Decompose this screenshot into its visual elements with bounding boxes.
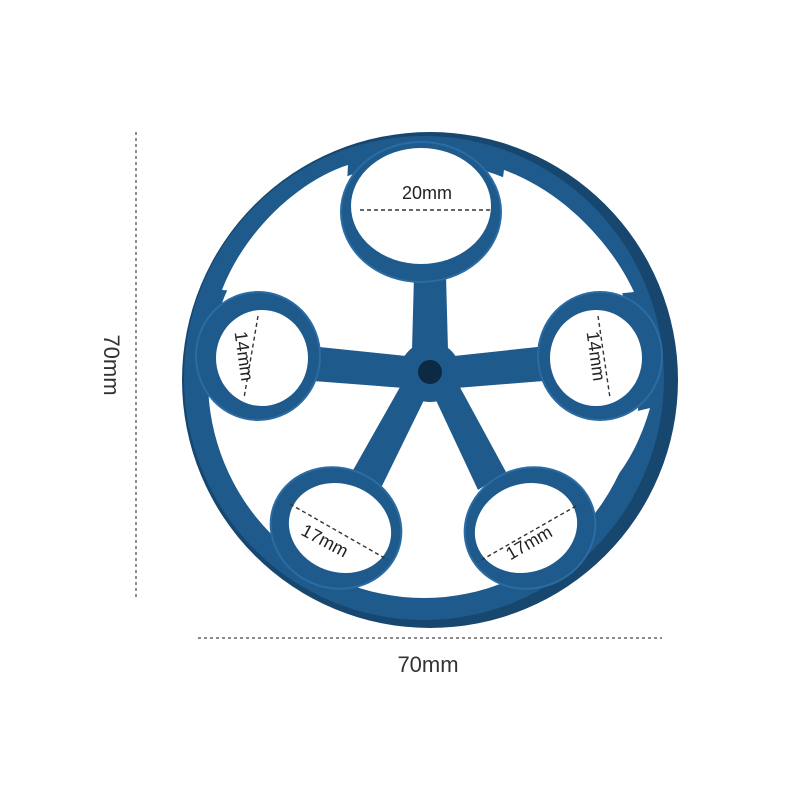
hole-bottom-right-dim-line (477, 505, 577, 563)
overall-dimension-lines (135, 132, 662, 639)
height-dimension-label: 70mm (99, 334, 124, 395)
hole-top (351, 148, 491, 264)
holes (216, 148, 642, 574)
hole-bottom-left (288, 482, 392, 574)
spoke-right (454, 345, 556, 388)
width-dimension-label: 70mm (397, 652, 458, 677)
hole-bottom-right (474, 482, 578, 574)
hole-top-label: 20mm (402, 183, 452, 203)
hole-right (550, 310, 642, 406)
hole-left (216, 310, 308, 406)
hole-bottom-left-dim-line (289, 503, 389, 561)
spoke-bottom-right (434, 380, 506, 490)
spoke-left (300, 345, 406, 388)
hole-dimension-lines (243, 209, 611, 563)
center-bore (418, 360, 442, 384)
spoke-bottom-left (352, 380, 426, 490)
spoke-top (412, 275, 448, 350)
